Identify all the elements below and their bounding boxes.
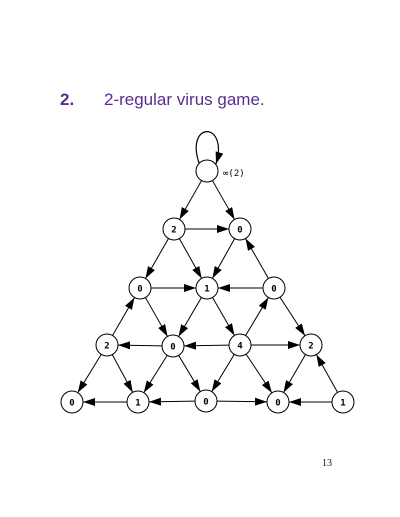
node-r2b: 1 xyxy=(195,276,219,300)
node-circle xyxy=(60,390,84,414)
node-circle xyxy=(266,390,290,414)
edge-r4e-to-r3d xyxy=(315,354,339,393)
node-r4e: 1 xyxy=(331,390,355,414)
edge-r3b-to-r4c xyxy=(178,355,201,392)
edge-r4c-to-r4d xyxy=(216,397,268,406)
edge-r3c-to-r4d xyxy=(245,353,273,394)
node-label: 1 xyxy=(340,399,345,409)
node-label: 0 xyxy=(271,285,276,295)
node-r4a: 0 xyxy=(60,390,84,414)
edge-top-to-r1b xyxy=(212,180,235,220)
node-r1a: 2 xyxy=(162,217,186,241)
node-label: 0 xyxy=(170,343,175,353)
edge-r2b-to-r3b xyxy=(178,297,202,337)
edge-r3c-to-r4c xyxy=(211,354,235,392)
node-r3c: 4 xyxy=(228,333,252,357)
nodes-layer: 2 0 0 1 0 2 0 4 2 0 1 0 0 1 xyxy=(60,159,355,414)
node-circle xyxy=(331,390,355,414)
self-loop-edge xyxy=(195,131,224,165)
node-circle xyxy=(162,217,186,241)
edge-r3d-to-r4d xyxy=(283,354,306,393)
node-circle xyxy=(228,217,252,241)
node-label: 4 xyxy=(237,342,243,352)
node-label: 0 xyxy=(69,399,74,409)
node-label: 2 xyxy=(171,226,176,236)
node-circle xyxy=(262,276,286,300)
edge-r2a-to-r3b xyxy=(145,297,168,337)
edge-r3c-to-r3b xyxy=(183,341,230,350)
edge-r2c-to-r1b xyxy=(245,238,269,279)
title-text: 2-regular virus game. xyxy=(104,90,265,109)
node-label: 1 xyxy=(135,399,140,409)
node-circle xyxy=(126,390,150,414)
node-top xyxy=(195,159,219,183)
node-label: 0 xyxy=(137,285,142,295)
edges-layer xyxy=(77,131,339,406)
page-number: 13 xyxy=(322,458,332,469)
node-r2c: 0 xyxy=(262,276,286,300)
node-r4b: 1 xyxy=(126,390,150,414)
node-r3b: 0 xyxy=(161,334,185,358)
node-circle xyxy=(299,333,323,357)
node-circle xyxy=(228,333,252,357)
node-r3d: 2 xyxy=(299,333,323,357)
node-label: 0 xyxy=(237,226,242,236)
edge-r1b-to-r2b xyxy=(211,238,236,279)
edge-r3b-to-r3a xyxy=(117,341,163,350)
edge-r1a-to-r2a xyxy=(145,238,169,279)
node-circle xyxy=(194,389,218,413)
node-r1b: 0 xyxy=(228,217,252,241)
node-circle xyxy=(195,159,219,183)
node-label: 1 xyxy=(204,285,209,295)
node-circle xyxy=(95,333,119,357)
node-r3a: 2 xyxy=(95,333,119,357)
edge-r3a-to-r2a xyxy=(112,297,135,336)
edge-r3c-to-r2c xyxy=(245,297,269,336)
node-label: 0 xyxy=(275,399,280,409)
edge-top-to-r1a xyxy=(179,180,202,220)
node-label: 2 xyxy=(308,342,313,352)
edge-r3a-to-r4a xyxy=(77,354,102,393)
edge-r3a-to-r4b xyxy=(111,354,134,393)
node-label: 2 xyxy=(104,342,109,352)
node-r4d: 0 xyxy=(266,390,290,414)
node-r2a: 0 xyxy=(128,276,152,300)
edge-r3b-to-r4b xyxy=(143,355,168,393)
edge-r4c-to-r4b xyxy=(148,397,196,406)
edge-r2c-to-r3d xyxy=(279,296,306,337)
node-label: 0 xyxy=(203,398,208,408)
node-r4c: 0 xyxy=(194,389,218,413)
node-circle xyxy=(195,276,219,300)
node-circle xyxy=(128,276,152,300)
slide-title: 2. 2-regular virus game. xyxy=(60,90,265,110)
infinity-annotation: ∞(2) xyxy=(223,169,245,179)
node-circle xyxy=(161,334,185,358)
edge-r2b-to-r3c xyxy=(212,297,235,336)
section-number: 2. xyxy=(60,90,75,109)
edge-r1a-to-r2b xyxy=(178,238,203,279)
